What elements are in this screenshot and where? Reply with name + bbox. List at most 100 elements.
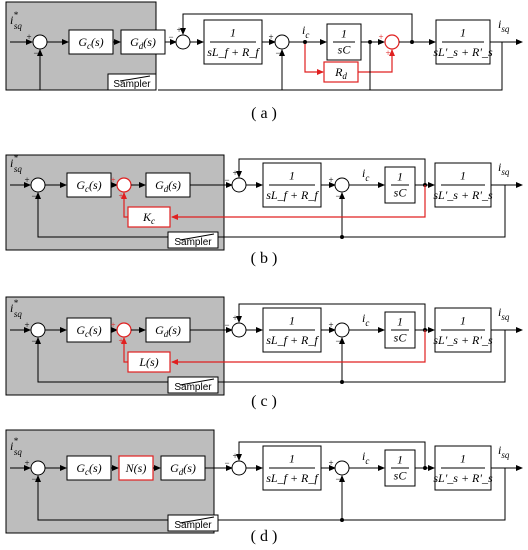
- output-label: isq: [498, 160, 510, 177]
- sign: −: [168, 32, 173, 42]
- wire: [236, 158, 426, 185]
- sign: −: [335, 474, 340, 484]
- sampler-label: Sampler: [174, 382, 212, 393]
- sign: +: [232, 313, 237, 323]
- sign: −: [224, 320, 229, 330]
- load-block-den: sL'_s + R'_s: [433, 333, 493, 347]
- summing-junction: [231, 322, 247, 338]
- gd-block: [145, 172, 191, 198]
- ic-label: ic: [302, 23, 309, 40]
- wire: [121, 337, 128, 363]
- sign: +: [24, 175, 29, 185]
- wire: [236, 303, 426, 330]
- wire: [358, 49, 395, 73]
- gc-block-label: Gc(s): [78, 35, 103, 51]
- capacitor-block-den: sC: [394, 331, 408, 345]
- load-block-num: 1: [460, 314, 466, 328]
- load-block-num: 1: [460, 452, 466, 466]
- sign: −: [275, 48, 280, 58]
- sign: +: [328, 458, 333, 468]
- sign: +: [268, 32, 273, 42]
- summing-junction: [30, 177, 46, 193]
- wire: [180, 13, 413, 42]
- sign: +: [232, 168, 237, 178]
- gc-block-label: Gc(s): [76, 178, 101, 194]
- sampler-label: Sampler: [174, 520, 212, 531]
- capacitor-block-num: 1: [397, 453, 403, 467]
- input-label: i*sq: [10, 298, 22, 319]
- gd-block-label: Gd(s): [155, 323, 181, 339]
- sampler-label: Sampler: [174, 237, 212, 248]
- gc-block: [66, 317, 112, 343]
- summing-junction: [30, 322, 46, 338]
- gd-block: [120, 29, 166, 55]
- switch: [119, 75, 151, 82]
- summing-junction: [274, 34, 290, 50]
- sign: +: [378, 32, 383, 42]
- gc-block: [66, 455, 112, 481]
- output-label: isq: [498, 305, 510, 322]
- sign: +: [118, 191, 123, 201]
- summing-junction: [334, 460, 350, 476]
- caption: ( c ): [251, 393, 277, 410]
- ic-label: ic: [362, 311, 369, 328]
- junction-dot: [340, 380, 344, 384]
- sign: +: [110, 320, 115, 330]
- gd-block-label: Gd(s): [170, 461, 196, 477]
- wire: [236, 441, 426, 468]
- filter-block-num: 1: [230, 26, 236, 40]
- junction-dot: [368, 40, 372, 44]
- gc-block-label: Gc(s): [76, 461, 101, 477]
- capacitor-block: [326, 23, 362, 61]
- sign: −: [31, 474, 36, 484]
- junction-dot: [303, 40, 307, 44]
- caption: ( b ): [251, 250, 278, 267]
- capacitor-block-num: 1: [397, 315, 403, 329]
- input-label: i*sq: [10, 10, 22, 31]
- summing-junction: [175, 34, 191, 50]
- load-block-den: sL'_s + R'_s: [433, 188, 493, 202]
- gd-block-label: Gd(s): [155, 178, 181, 194]
- wire: [171, 330, 426, 365]
- capacitor-block-num: 1: [397, 170, 403, 184]
- wire: [35, 468, 506, 521]
- sampler-label: Sampler: [113, 79, 151, 90]
- output-label: isq: [498, 443, 510, 460]
- summing-junction: [30, 460, 46, 476]
- sign: +: [110, 175, 115, 185]
- filter-block-den: sL_f + R_f: [266, 333, 319, 347]
- extra-block-label: Rd: [334, 65, 347, 81]
- gc-block: [66, 172, 112, 198]
- caption: ( d ): [251, 528, 278, 545]
- gd-block: [145, 317, 191, 343]
- switch: [179, 378, 215, 386]
- extra-block-label: Kc: [142, 210, 155, 226]
- extra-block-label: N(s): [125, 461, 147, 475]
- sign: −: [335, 191, 340, 201]
- filter-block-den: sL_f + R_f: [266, 188, 319, 202]
- sign: +: [24, 458, 29, 468]
- sign: +: [176, 25, 181, 35]
- summing-junction: [231, 177, 247, 193]
- summing-junction: [334, 177, 350, 193]
- summing-junction-red: [384, 34, 400, 50]
- filter-block-den: sL_f + R_f: [207, 45, 260, 59]
- output-label: isq: [498, 17, 510, 34]
- capacitor-block-num: 1: [341, 27, 347, 41]
- junction-dot: [340, 518, 344, 522]
- filter-block-num: 1: [289, 452, 295, 466]
- sign: −: [33, 48, 38, 58]
- extra-block-label: L(s): [138, 355, 158, 369]
- sign: +: [328, 175, 333, 185]
- gc-block-label: Gc(s): [76, 323, 101, 339]
- input-label: i*sq: [10, 436, 22, 457]
- ic-label: ic: [362, 166, 369, 183]
- load-block-den: sL'_s + R'_s: [433, 45, 493, 59]
- load-block-num: 1: [460, 169, 466, 183]
- capacitor-block-den: sC: [338, 43, 352, 57]
- switch: [179, 516, 215, 524]
- switch: [179, 233, 215, 241]
